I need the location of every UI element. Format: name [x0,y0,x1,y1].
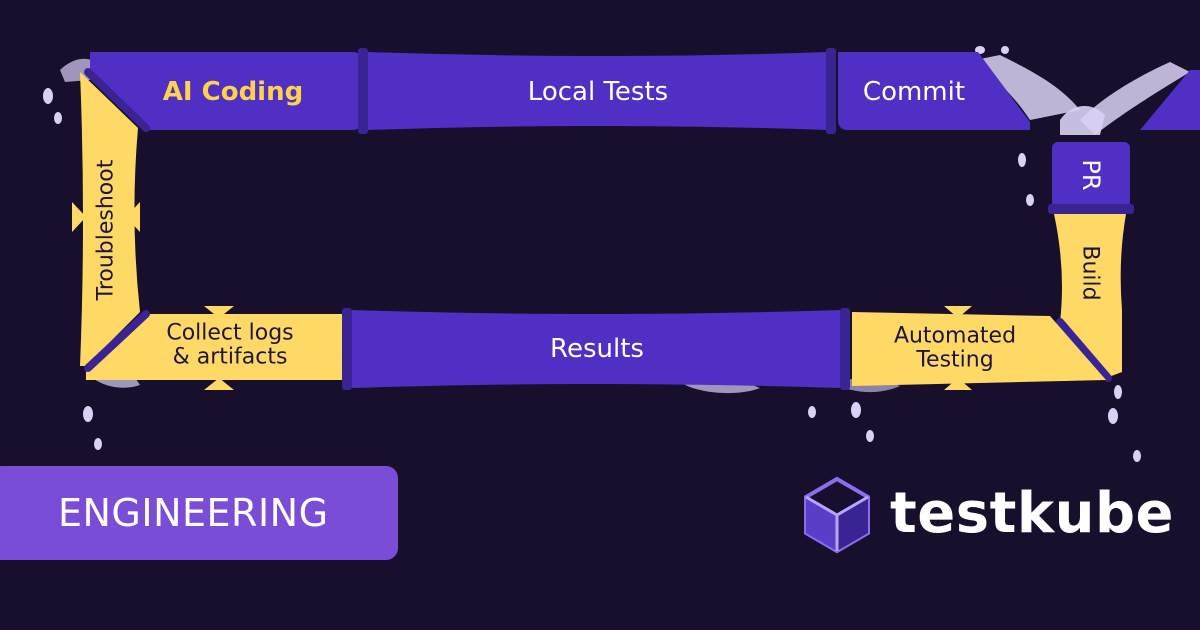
troubleshoot-label: Troubleshoot [94,159,119,301]
segment-automated-testing: Automated Testing [852,306,1106,390]
pipe-joint [358,48,368,134]
segment-results: Results [352,310,840,388]
results-label: Results [550,334,644,364]
pipe-joint [826,48,836,134]
segment-pr: PR [1052,142,1130,208]
segment-ai-coding: AI Coding [90,52,362,130]
segment-commit: Commit [838,52,1030,130]
incoming-pipe [1140,70,1200,130]
arrow-marker [944,378,972,390]
pipe-joint [840,308,850,390]
automated-testing-label-line1: Automated [894,324,1016,349]
pipe-joint [342,308,352,390]
cube-icon [804,476,870,554]
collect-logs-label-line2: & artifacts [173,345,288,370]
pipe-joint [1056,318,1112,382]
segment-collect-logs: Collect logs & artifacts [86,306,342,390]
commit-label: Commit [863,77,965,107]
build-label: Build [1078,245,1103,300]
segment-local-tests: Local Tests [368,52,828,130]
segment-build: Build [1054,214,1126,378]
local-tests-label: Local Tests [528,77,668,107]
automated-testing-label-line2: Testing [915,348,993,373]
arrow-marker [204,306,234,318]
arrow-marker [126,202,140,232]
pr-label: PR [1077,159,1105,190]
pipe-joint [1048,204,1134,214]
ai-coding-label: AI Coding [163,77,303,107]
category-badge: ENGINEERING [0,466,398,560]
segment-troubleshoot: Troubleshoot [72,72,140,366]
brand-lockup: testkube [802,475,1174,565]
pipe-joint [84,68,150,132]
pipe-joint [84,310,150,372]
arrow-marker [944,306,972,318]
collect-logs-label-line1: Collect logs [166,321,293,346]
category-badge-label: ENGINEERING [58,491,329,535]
arrow-marker [72,202,86,232]
arrow-marker [204,378,234,390]
brand-name: testkube [890,481,1175,546]
